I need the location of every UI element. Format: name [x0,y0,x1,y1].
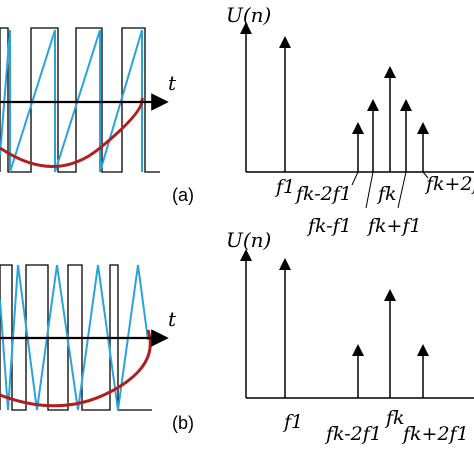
panel-b-label: (b) [172,413,194,433]
spectrum-label-f1-a: f1 [274,176,295,198]
modulating-curve-b [0,329,152,408]
modulating-curve-a [0,97,144,168]
panel-a-time-plot: t (a) [0,27,194,205]
leader-line-fk-plus-f1-a [397,171,407,209]
spectrum-label-fk-plus-2f1-a: fk+2f [424,173,474,195]
time-axis-label-b: t [168,307,177,331]
spectrum-label-fk-plus-f1-a: fk+f1 [366,215,422,237]
sawtooth-carrier-a [0,29,143,173]
leader-line-fk-plus-2f1-a [422,171,429,179]
pwm-pulse-train-a [0,27,160,173]
spectrum-label-fk-a: fk [376,183,397,205]
spectrum-label-fk-minus-2f1-b: fk-2f1 [324,423,382,445]
time-axis-label-a: t [168,71,177,95]
leader-line-fk-minus-2f1-a [351,171,359,186]
leader-line-fk-minus-f1-a [365,171,374,209]
spectrum-y-axis-label-b: U(n) [226,228,271,252]
spectrum-label-f1-b: f1 [282,411,303,433]
spectrum-label-fk-b: fk [384,407,405,429]
panel-b-spectrum: U(n) f1 fk-2f1 fk fk+2f1 [226,228,474,445]
panel-a-spectrum: U(n) f1 fk-2f1 fk-f1 fk fk+f1 fk+2f [226,3,474,237]
spectrum-label-fk-plus-2f1-b: fk+2f1 [401,423,469,445]
spectrum-y-axis-label-a: U(n) [226,3,271,27]
spectrum-label-fk-minus-2f1-a: fk-2f1 [294,183,352,205]
panel-a-label: (a) [172,185,194,205]
panel-b-time-plot: t (b) [0,264,194,433]
spectrum-label-fk-minus-f1-a: fk-f1 [306,215,352,237]
